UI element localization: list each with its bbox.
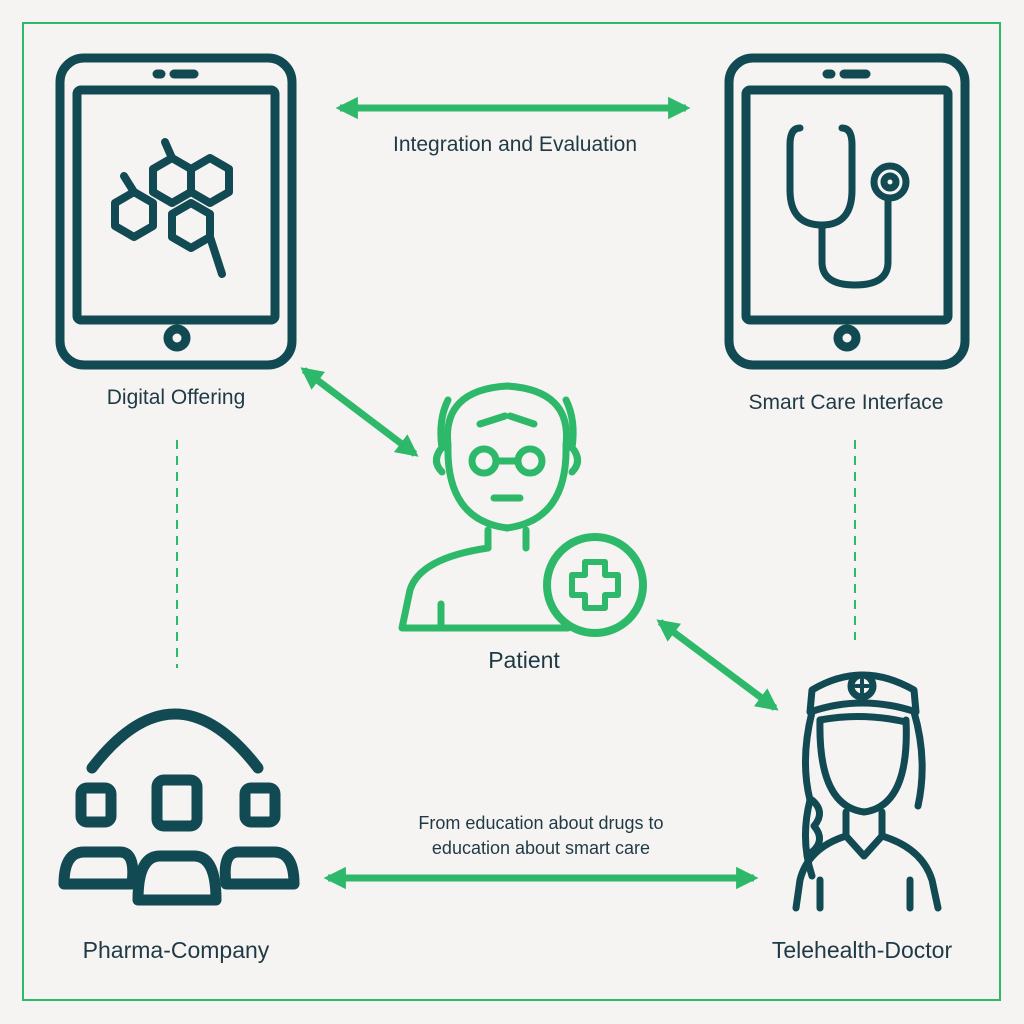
edge-label-education-line1: From education about drugs to: [418, 813, 664, 833]
node-label-doctor: Telehealth-Doctor: [771, 937, 953, 963]
molecule-icon: [111, 138, 233, 278]
group-people-icon: [58, 708, 300, 906]
edge-label-education-line2: education about smart care: [431, 838, 651, 858]
stethoscope-icon: [786, 124, 910, 289]
arrow-patient-doctor: [656, 619, 779, 711]
edge-label-integration: Integration and Evaluation: [392, 133, 638, 156]
node-label-pharma: Pharma-Company: [82, 937, 270, 963]
node-label-patient: Patient: [488, 647, 560, 673]
diagram-frame: [22, 22, 1001, 1001]
node-label-smart-care: Smart Care Interface: [748, 391, 944, 414]
edge-label-education: From education about drugs to education …: [418, 811, 663, 861]
node-label-digital-offering: Digital Offering: [106, 386, 246, 409]
arrow-digital-patient: [300, 367, 419, 457]
tablet-stethoscope-icon: [724, 53, 970, 370]
tablet-molecule-icon: [55, 53, 297, 370]
elderly-patient-plus-icon: [398, 382, 647, 637]
nurse-doctor-icon: [792, 671, 942, 912]
